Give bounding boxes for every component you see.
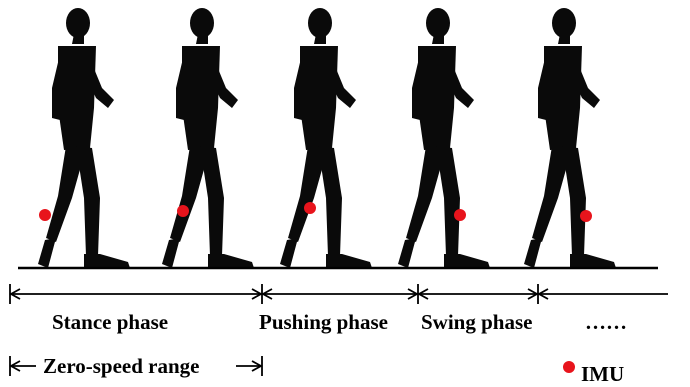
walking-figure-2 — [162, 8, 254, 268]
imu-marker-5 — [580, 210, 592, 222]
walking-figure-5 — [524, 8, 616, 268]
imu-marker-3 — [304, 202, 316, 214]
walking-figure-1 — [38, 8, 130, 268]
imu-marker-1 — [39, 209, 51, 221]
walking-figure-3 — [280, 8, 372, 268]
zero-speed-range-label: Zero-speed range — [43, 356, 200, 377]
imu-marker-2 — [177, 205, 189, 217]
walking-figure-4 — [398, 8, 490, 268]
imu-legend-dot — [563, 361, 575, 373]
continuation-ellipsis: …… — [585, 312, 627, 333]
pushing-phase-label: Pushing phase — [259, 312, 388, 333]
imu-marker-4 — [454, 209, 466, 221]
stance-phase-label: Stance phase — [52, 312, 168, 333]
swing-phase-label: Swing phase — [421, 312, 532, 333]
phase-timeline — [10, 284, 668, 304]
imu-legend-label: IMU — [581, 364, 624, 385]
